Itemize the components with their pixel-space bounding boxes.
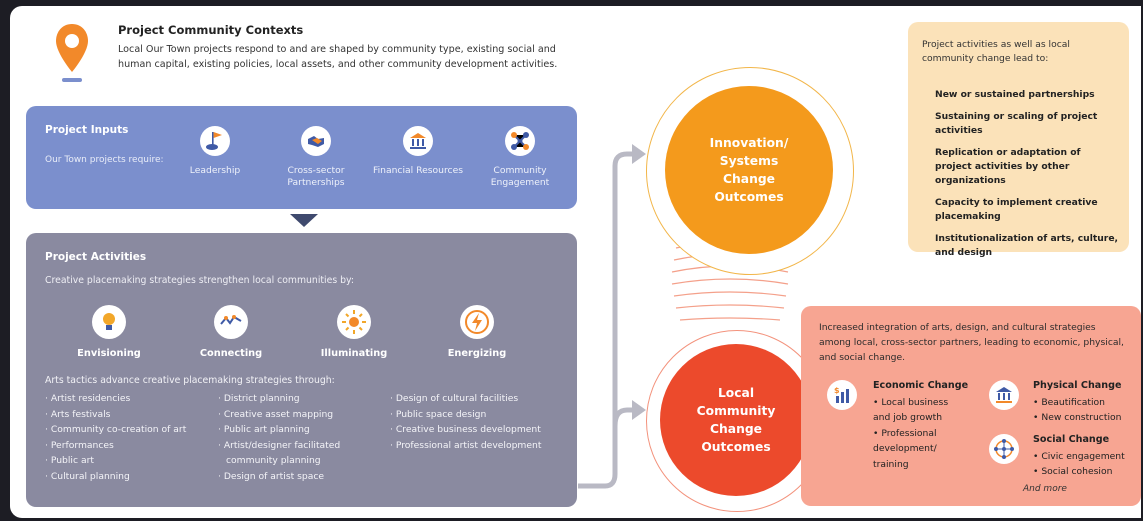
strategy-connecting: Connecting xyxy=(176,305,286,359)
local-outcomes-box: Increased integration of arts, design, a… xyxy=(801,306,1141,506)
tactic-item: · Artist/designer facilitated community … xyxy=(218,439,341,467)
tactics-intro: Arts tactics advance creative placemakin… xyxy=(45,375,335,386)
list-item: Institutionalization of arts, culture, a… xyxy=(935,233,1119,258)
tactic-item: · Creative asset mapping xyxy=(218,408,334,420)
tactic-item: · Performances xyxy=(45,439,114,451)
local-outcome-label: Local Community Change Outcomes xyxy=(696,386,776,454)
connector-arrows xyxy=(578,144,646,489)
tactics-column-1: · Artist residencies · Arts festivals · Co… xyxy=(45,391,215,485)
physical-change-items: • Beautification • New construction xyxy=(1033,397,1122,424)
tactic-item: · Public art xyxy=(45,455,94,467)
lightning-icon xyxy=(460,305,494,339)
context-description: Local Our Town projects respond to and a… xyxy=(118,44,558,70)
down-arrow-icon xyxy=(290,214,318,227)
project-activities-panel: Project Activities Creative placemaking … xyxy=(26,233,577,507)
innovation-intro: Project activities as well as local comm… xyxy=(922,39,1070,64)
inputs-description: Our Town projects require: xyxy=(45,155,164,165)
innovation-outcome-label: Innovation/ Systems Change Outcomes xyxy=(709,136,789,204)
strategy-energizing: Energizing xyxy=(422,305,532,359)
local-intro: Increased integration of arts, design, a… xyxy=(819,322,1124,363)
input-financial: Financial Resources xyxy=(370,126,466,177)
tactic-item: · Professional artist development xyxy=(390,439,542,451)
social-change-items: • Civic engagement • Social cohesion xyxy=(1033,451,1125,478)
list-item: New or sustained partnerships xyxy=(935,89,1095,100)
list-item: Capacity to implement creative placemaki… xyxy=(935,197,1098,222)
tactic-item: · District planning xyxy=(218,393,300,404)
activities-description: Creative placemaking strategies strength… xyxy=(45,275,355,286)
tactic-item: · Artist residencies xyxy=(45,393,131,404)
physical-change-title: Physical Change xyxy=(1033,380,1122,391)
list-item: Replication or adaptation of project act… xyxy=(935,147,1081,186)
innovation-outcome-list: New or sustained partnerships Sustaining… xyxy=(935,88,1120,268)
bank-icon xyxy=(403,126,433,156)
input-partnerships: Cross-sector Partnerships xyxy=(268,126,364,189)
economic-change-items: • Local business and job growth • Profes… xyxy=(873,397,949,470)
inputs-title: Project Inputs xyxy=(45,124,129,136)
list-item: Sustaining or scaling of project activit… xyxy=(935,111,1098,136)
tactic-item: · Creative business development xyxy=(390,424,541,436)
logic-model-diagram: Project Community Contexts Local Our Tow… xyxy=(10,6,1141,518)
input-engagement: Community Engagement xyxy=(472,126,568,189)
tactic-item: · Cultural planning xyxy=(45,470,130,482)
svg-text:$: $ xyxy=(834,386,840,395)
tactics-column-3: · Design of cultural facilities · Public … xyxy=(390,391,560,453)
tactic-item: · Community co-creation of art xyxy=(45,424,187,436)
input-leadership: Leadership xyxy=(167,126,263,177)
people-network-icon xyxy=(989,434,1019,464)
and-more-label: And more xyxy=(1023,484,1067,494)
network-icon xyxy=(505,126,535,156)
tactics-column-2: · District planning · Creative asset mapp… xyxy=(218,391,368,485)
tactic-item: · Public space design xyxy=(390,408,487,420)
tactic-item: · Arts festivals xyxy=(45,408,111,420)
innovation-outcomes-box: Project activities as well as local comm… xyxy=(908,22,1129,258)
project-inputs-panel: Project Inputs Our Town projects require… xyxy=(26,106,577,209)
local-outcome-circle: Local Community Change Outcomes xyxy=(660,344,812,496)
innovation-outcome-circle: Innovation/ Systems Change Outcomes xyxy=(665,86,833,254)
activities-title: Project Activities xyxy=(45,251,147,263)
map-pin-icon xyxy=(56,24,88,82)
social-change-title: Social Change xyxy=(1033,434,1110,445)
strategy-illuminating: Illuminating xyxy=(299,305,409,359)
context-title: Project Community Contexts xyxy=(118,23,304,37)
economic-change-title: Economic Change xyxy=(873,380,969,391)
link-icon xyxy=(214,305,248,339)
lightbulb-icon xyxy=(92,305,126,339)
bar-chart-icon: $ xyxy=(827,380,857,410)
strategy-envisioning: Envisioning xyxy=(54,305,164,359)
building-icon xyxy=(989,380,1019,410)
handshake-icon xyxy=(301,126,331,156)
tactic-item: · Design of cultural facilities xyxy=(390,393,519,404)
sun-icon xyxy=(337,305,371,339)
tactic-item: · Design of artist space xyxy=(218,470,325,482)
flag-icon xyxy=(200,126,230,156)
tactic-item: · Public art planning xyxy=(218,424,310,436)
